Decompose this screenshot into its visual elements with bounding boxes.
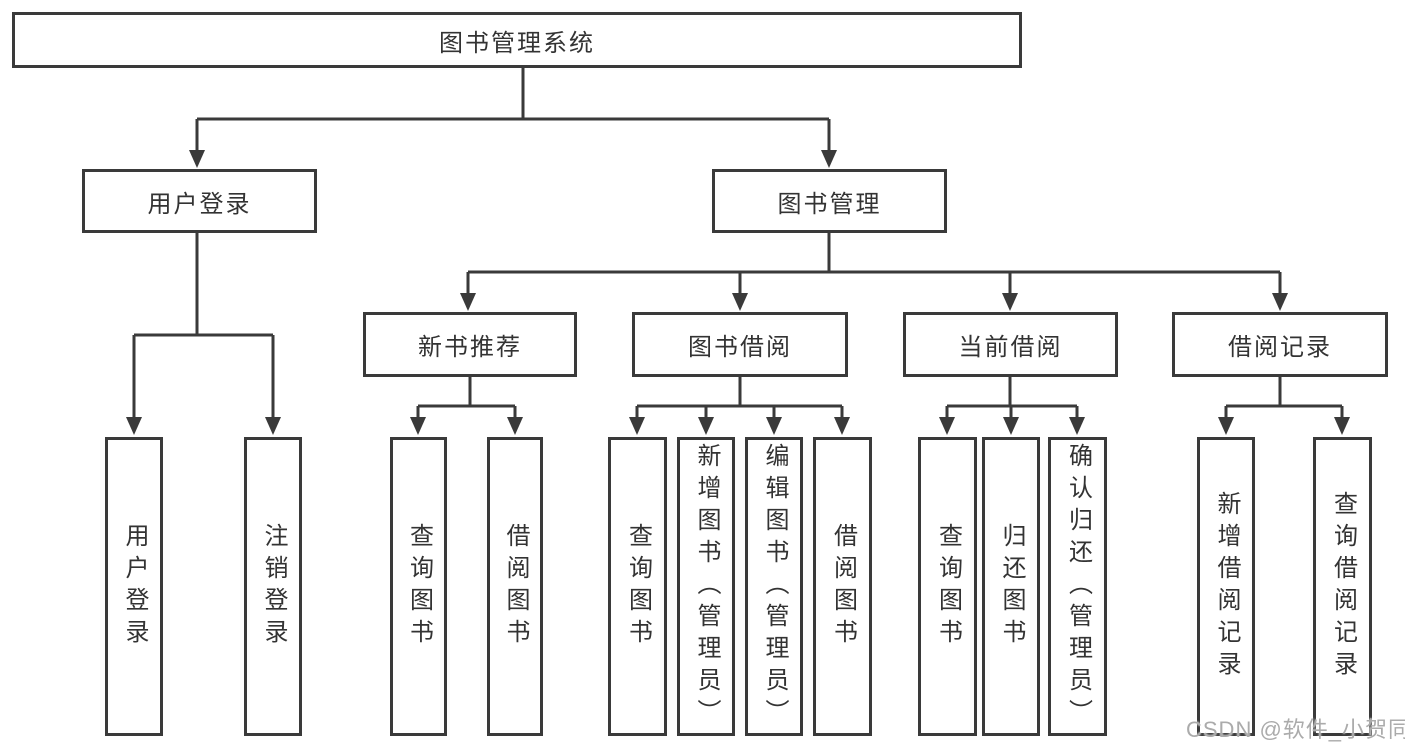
node-book-management-system: 图书管理系统 xyxy=(12,12,1022,68)
leaf-add-borrow-record: 新增借阅记录 xyxy=(1197,437,1255,736)
node-label: 当前借阅 xyxy=(958,334,1063,361)
leaf-return-books: 归还图书 xyxy=(982,437,1040,736)
node-new-book-recommend: 新书推荐 xyxy=(363,312,577,377)
node-label: 用户登录 xyxy=(147,190,252,218)
node-label: 图书借阅 xyxy=(688,334,792,361)
leaf-user-login: 用户登录 xyxy=(105,437,163,736)
node-label: 借阅图书 xyxy=(829,522,857,651)
node-label: 借阅记录 xyxy=(1228,334,1332,361)
node-book-management: 图书管理 xyxy=(712,169,947,233)
leaf-confirm-return-admin: 确认归还（管理员） xyxy=(1048,437,1107,736)
node-label: 查询图书 xyxy=(405,522,433,651)
leaf-query-borrow-record: 查询借阅记录 xyxy=(1313,437,1372,736)
node-label: 确认归还（管理员） xyxy=(1064,442,1092,731)
leaf-query-books-borrow: 查询图书 xyxy=(608,437,667,736)
node-label: 图书管理 xyxy=(777,190,882,218)
node-book-borrow: 图书借阅 xyxy=(632,312,848,377)
node-current-borrow: 当前借阅 xyxy=(903,312,1118,377)
node-label: 归还图书 xyxy=(998,522,1025,651)
node-borrow-records: 借阅记录 xyxy=(1172,312,1388,377)
leaf-query-books-recommend: 查询图书 xyxy=(390,437,447,736)
node-label: 用户登录 xyxy=(121,522,148,651)
leaf-add-book-admin: 新增图书（管理员） xyxy=(677,437,735,736)
node-label: 图书管理系统 xyxy=(439,29,595,57)
node-label: 借阅图书 xyxy=(502,522,529,651)
csdn-watermark: CSDN @软件_小贺同学 xyxy=(1186,717,1405,742)
node-label: 查询借阅记录 xyxy=(1329,490,1357,683)
node-label: 编辑图书（管理员） xyxy=(761,442,788,731)
node-label: 新增借阅记录 xyxy=(1213,490,1240,683)
leaf-logout: 注销登录 xyxy=(244,437,302,736)
leaf-edit-book-admin: 编辑图书（管理员） xyxy=(745,437,803,736)
leaf-borrow-books-recommend: 借阅图书 xyxy=(487,437,543,736)
node-label: 查询图书 xyxy=(624,522,652,651)
leaf-query-books-current: 查询图书 xyxy=(918,437,977,736)
leaf-borrow-books: 借阅图书 xyxy=(813,437,872,736)
arrowhead-icons xyxy=(126,150,1350,435)
node-label: 查询图书 xyxy=(934,522,962,651)
node-label: 新书推荐 xyxy=(418,334,522,361)
node-label: 注销登录 xyxy=(260,522,287,651)
node-user-login: 用户登录 xyxy=(82,169,317,233)
node-label: 新增图书（管理员） xyxy=(693,442,720,731)
